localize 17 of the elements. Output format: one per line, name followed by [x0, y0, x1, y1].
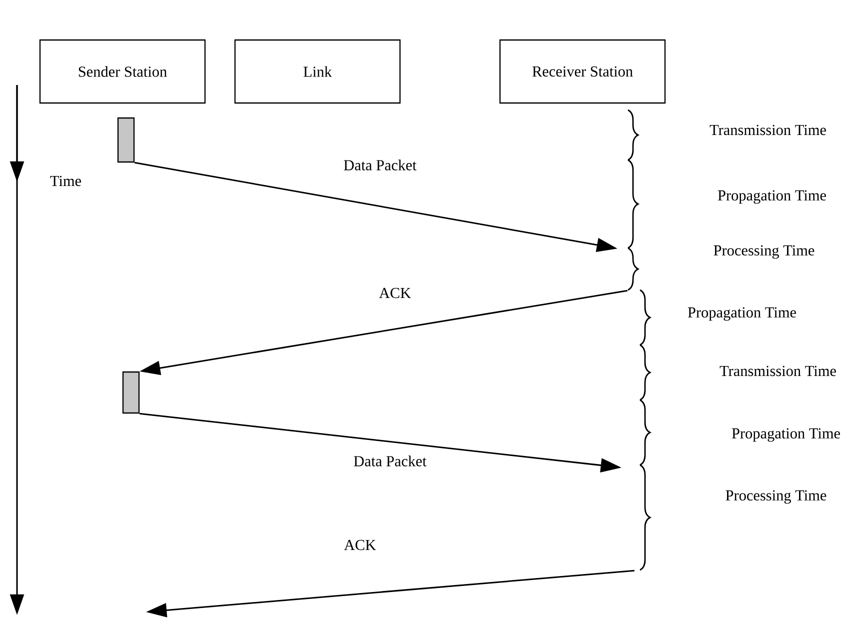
edge-label: Data Packet: [354, 456, 426, 466]
edge-label: ACK: [379, 288, 411, 298]
station-box: Receiver Station: [499, 39, 666, 104]
packet-bar: [117, 117, 135, 163]
time-label: Propagation Time: [688, 307, 796, 321]
packet-bar: [122, 371, 140, 414]
station-box: Link: [234, 39, 401, 104]
time-label: Transmission Time: [720, 366, 836, 376]
time-label: Propagation Time: [718, 190, 826, 204]
edge-label: Data Packet: [344, 160, 416, 170]
edge-label: ACK: [344, 540, 376, 550]
time-label: Transmission Time: [710, 124, 826, 136]
axis-label: Time: [50, 176, 82, 186]
time-label: Processing Time: [726, 490, 826, 504]
station-box: Sender Station: [39, 39, 206, 104]
time-label: Propagation Time: [732, 428, 840, 442]
time-label: Processing Time: [714, 245, 814, 259]
